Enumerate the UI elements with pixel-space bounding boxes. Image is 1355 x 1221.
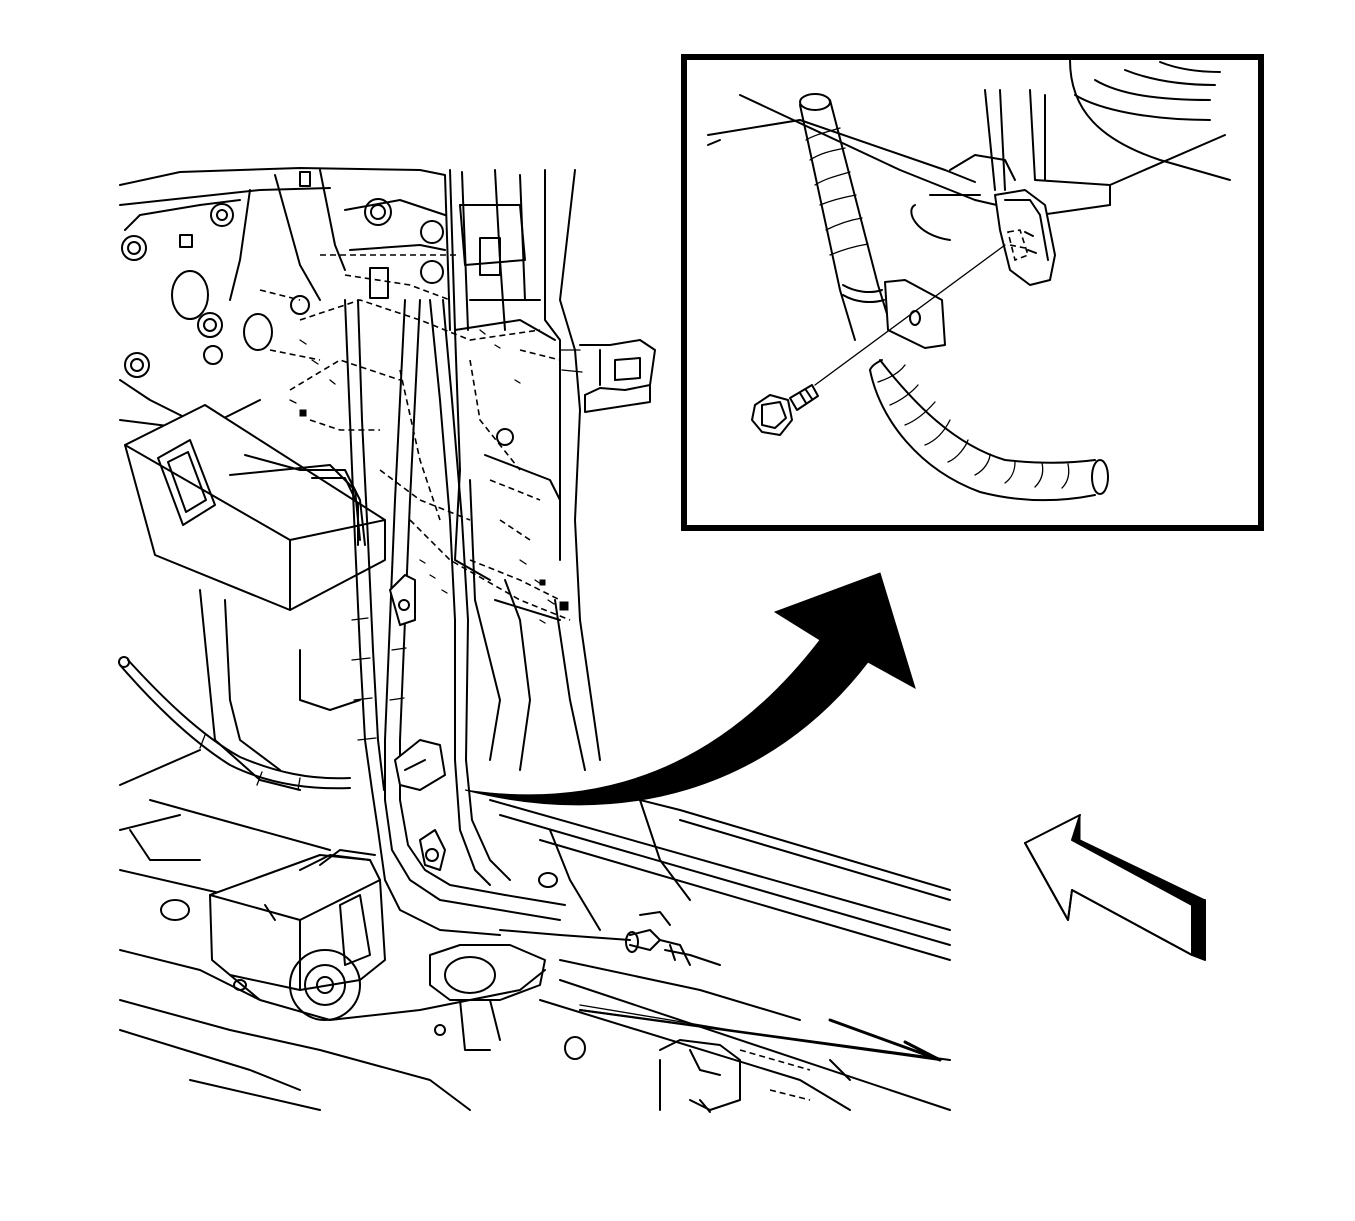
module-box [124, 404, 386, 611]
pillar-structure [449, 169, 656, 771]
cable-harness [344, 299, 721, 966]
hatch-marks [289, 329, 569, 624]
detail-inset [681, 54, 1264, 531]
view-direction-arrow [1024, 814, 1206, 961]
hose-left [118, 656, 351, 791]
mount-block [209, 849, 546, 1051]
callout-arrow [464, 572, 916, 806]
floor-structure [119, 589, 951, 1113]
main-view [118, 167, 951, 1113]
hidden-lines [259, 254, 571, 621]
detail-frame [681, 54, 1264, 531]
